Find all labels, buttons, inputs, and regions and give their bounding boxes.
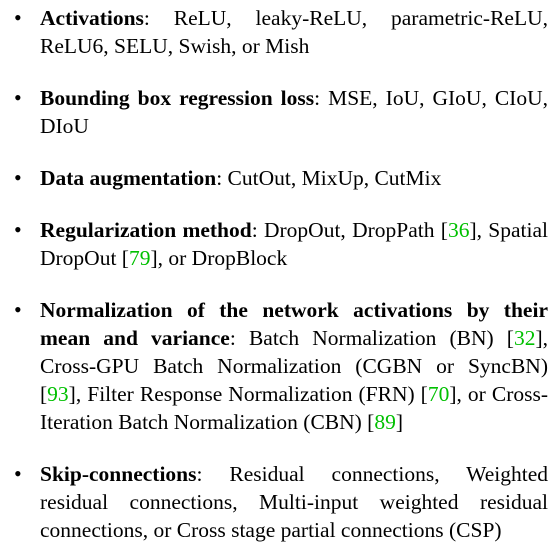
item-text: : DropOut, DropPath [ bbox=[251, 218, 448, 242]
item-text: ], Filter Response Normalization (FRN) [ bbox=[68, 382, 428, 406]
list-item-skip-connections: • Skip-connections: Residual connections… bbox=[14, 460, 548, 544]
citation-link[interactable]: 32 bbox=[513, 326, 536, 350]
citation-link[interactable]: 36 bbox=[447, 218, 470, 242]
bullet-icon: • bbox=[14, 461, 22, 486]
citation-link[interactable]: 79 bbox=[128, 246, 151, 270]
item-text: ], or DropBlock bbox=[150, 246, 288, 270]
item-text: : MSE, IoU, GIoU, CIoU, DIoU bbox=[40, 86, 548, 138]
item-term: Regularization method bbox=[40, 218, 252, 242]
item-term: Skip-connections bbox=[40, 462, 197, 486]
item-text: : Residual connections, Weighted residua… bbox=[40, 462, 548, 542]
item-term: Data augmentation bbox=[40, 166, 217, 190]
citation-link[interactable]: 93 bbox=[47, 382, 69, 406]
item-term: Normalization of the network activations… bbox=[40, 298, 548, 350]
list-item-regularization: • Regularization method: DropOut, DropPa… bbox=[14, 216, 548, 272]
item-text: : CutOut, MixUp, CutMix bbox=[216, 166, 442, 190]
list-item-data-augmentation: • Data augmentation: CutOut, MixUp, CutM… bbox=[14, 164, 548, 192]
bullet-icon: • bbox=[14, 165, 22, 190]
bullet-icon: • bbox=[14, 297, 22, 322]
item-text: ], Spatial DropOut [ bbox=[40, 218, 548, 270]
list-item-normalization: • Normalization of the network activatio… bbox=[14, 296, 548, 436]
item-text: : Batch Normalization (BN) [ bbox=[229, 326, 514, 350]
item-text: ] bbox=[395, 410, 404, 434]
list-item-bbox-loss: • Bounding box regression loss: MSE, IoU… bbox=[14, 84, 548, 140]
citation-link[interactable]: 89 bbox=[374, 410, 396, 434]
bullet-icon: • bbox=[14, 217, 22, 242]
item-term: Bounding box regression loss bbox=[40, 86, 315, 110]
item-term: Activations bbox=[40, 6, 144, 30]
bullet-list: • Activations: ReLU, leaky-ReLU, paramet… bbox=[14, 4, 548, 544]
bullet-icon: • bbox=[14, 5, 22, 30]
item-text: ], or Cross-Iteration Batch Normalizatio… bbox=[40, 382, 548, 434]
bullet-icon: • bbox=[14, 85, 22, 110]
item-text: ], Cross-GPU Batch Normalization (CGBN o… bbox=[40, 326, 548, 406]
citation-link[interactable]: 70 bbox=[427, 382, 450, 406]
item-text: : ReLU, leaky-ReLU, parametric-ReLU, ReL… bbox=[40, 6, 548, 58]
list-item-activations: • Activations: ReLU, leaky-ReLU, paramet… bbox=[14, 4, 548, 60]
